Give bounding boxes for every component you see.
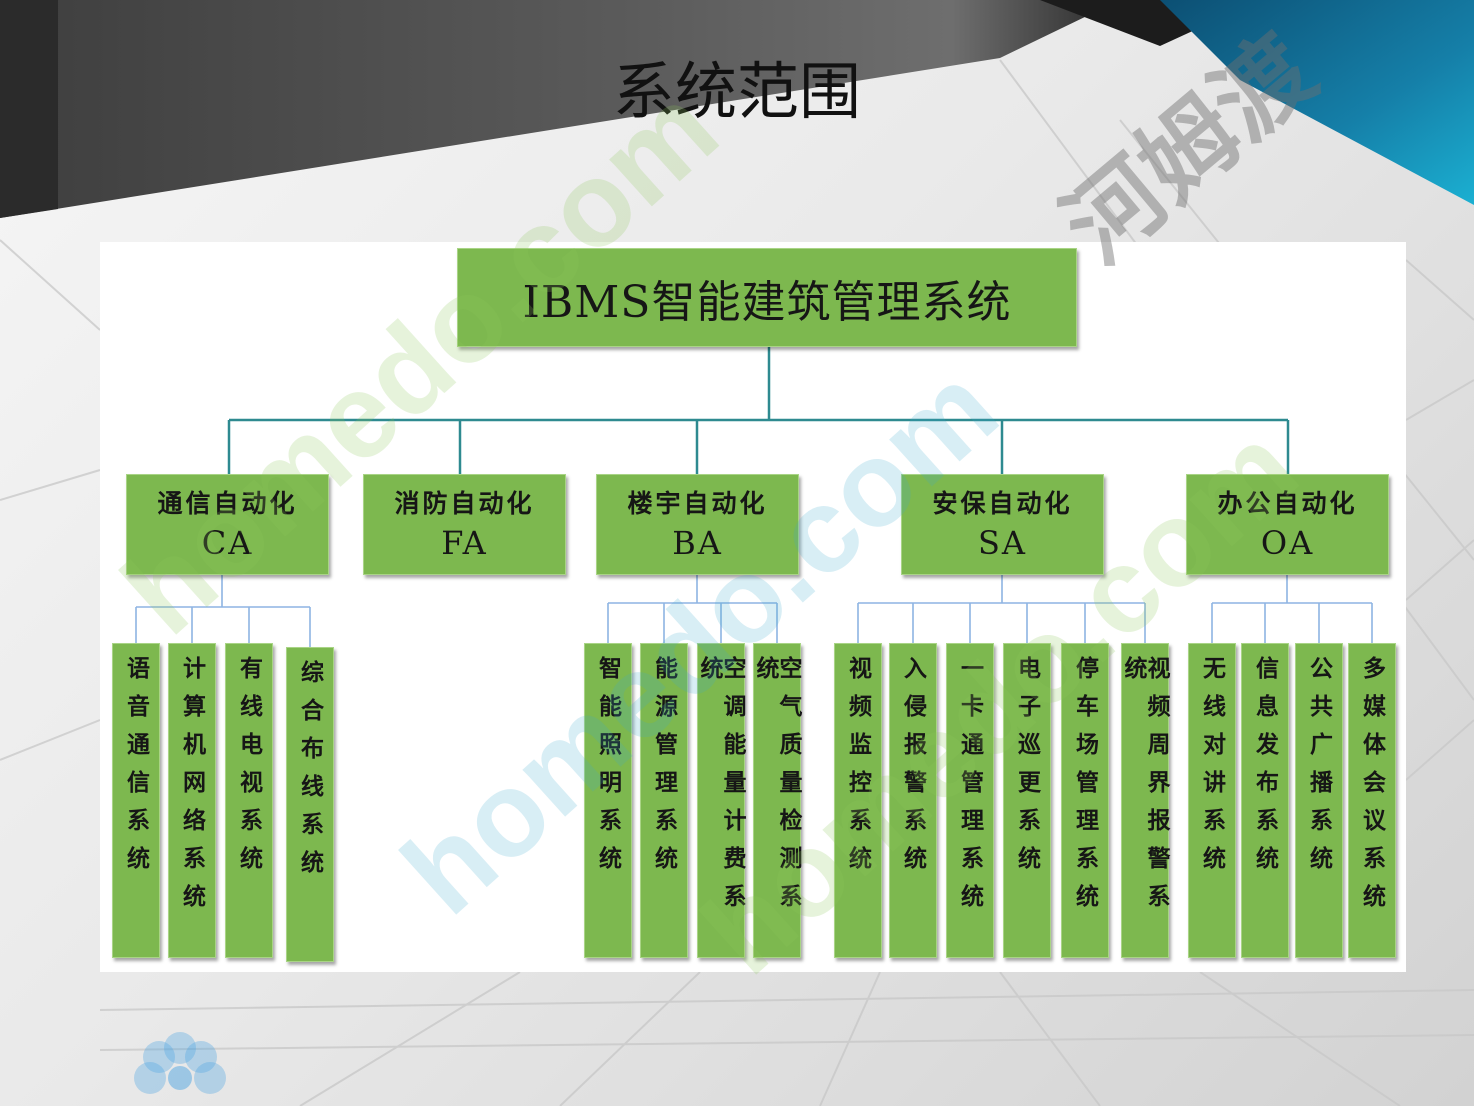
leaf-label: 综合布线系统 xyxy=(296,660,324,888)
leaf-label: 电子巡更系统 xyxy=(1013,656,1041,884)
category-node-oa: 办公自动化 OA xyxy=(1186,474,1389,575)
leaf-node: 综合布线系统 xyxy=(286,647,334,962)
category-code: BA xyxy=(672,523,723,562)
leaf-label: 入侵报警系统 xyxy=(899,656,927,884)
category-name: 安保自动化 xyxy=(932,488,1073,518)
building-lines xyxy=(0,59,1474,1106)
leaf-label: 能源管理系统 xyxy=(650,656,678,884)
category-code: SA xyxy=(977,523,1028,562)
category-name: 通信自动化 xyxy=(157,488,298,518)
leaf-node: 信息发布系统 xyxy=(1241,643,1289,958)
leaf-node: 无线对讲系统 xyxy=(1188,643,1236,958)
leaf-node: 多媒体会议系统 xyxy=(1348,643,1396,958)
leaf-node: 有线电视系统 xyxy=(225,643,273,958)
leaf-node: 空调能量计费系统 xyxy=(696,643,746,958)
leaf-node: 能源管理系统 xyxy=(640,643,688,958)
header-accent-band xyxy=(1160,0,1474,205)
leaf-node: 一卡通管理系统 xyxy=(946,643,994,958)
leaf-label: 空调能量计费系统 xyxy=(696,656,746,922)
leaf-label: 有线电视系统 xyxy=(235,656,263,884)
leaf-label: 视频周界报警系统 xyxy=(1120,656,1170,922)
category-node-sa: 安保自动化 SA xyxy=(901,474,1104,575)
category-code: OA xyxy=(1260,523,1315,562)
leaf-node: 视频周界报警系统 xyxy=(1120,643,1170,958)
root-node-label: IBMS智能建筑管理系统 xyxy=(522,276,1012,328)
leaf-label: 信息发布系统 xyxy=(1251,656,1279,884)
logo-icon xyxy=(134,1032,226,1094)
category-name: 楼宇自动化 xyxy=(627,488,768,518)
category-code: FA xyxy=(441,523,488,562)
leaf-node: 语音通信系统 xyxy=(112,643,160,958)
leaf-node: 入侵报警系统 xyxy=(889,643,937,958)
leaf-label: 多媒体会议系统 xyxy=(1358,656,1386,922)
leaf-label: 视频监控系统 xyxy=(844,656,872,884)
leaf-label: 语音通信系统 xyxy=(122,656,150,884)
leaf-node: 视频监控系统 xyxy=(834,643,882,958)
leaf-node: 公共广播系统 xyxy=(1295,643,1343,958)
root-node: IBMS智能建筑管理系统 xyxy=(457,248,1077,347)
category-node-ba: 楼宇自动化 BA xyxy=(596,474,799,575)
header-left-strip xyxy=(0,0,58,218)
leaf-label: 公共广播系统 xyxy=(1305,656,1333,884)
leaf-node: 空气质量检测系统 xyxy=(752,643,802,958)
leaf-label: 空气质量检测系统 xyxy=(752,656,802,922)
category-node-fa: 消防自动化 FA xyxy=(363,474,566,575)
leaf-label: 智能照明系统 xyxy=(594,656,622,884)
leaf-label: 停车场管理系统 xyxy=(1071,656,1099,922)
leaf-node: 电子巡更系统 xyxy=(1003,643,1051,958)
category-name: 办公自动化 xyxy=(1217,488,1358,518)
category-code: CA xyxy=(201,523,254,562)
header-band xyxy=(0,0,1120,218)
leaf-node: 计算机网络系统 xyxy=(168,643,216,958)
leaf-label: 一卡通管理系统 xyxy=(956,656,984,922)
slide-title: 系统范围 xyxy=(612,55,861,128)
leaf-node: 智能照明系统 xyxy=(584,643,632,958)
leaf-node: 停车场管理系统 xyxy=(1061,643,1109,958)
category-node-ca: 通信自动化 CA xyxy=(126,474,329,575)
leaf-label: 计算机网络系统 xyxy=(178,656,206,922)
leaf-label: 无线对讲系统 xyxy=(1198,656,1226,884)
category-name: 消防自动化 xyxy=(394,488,535,518)
